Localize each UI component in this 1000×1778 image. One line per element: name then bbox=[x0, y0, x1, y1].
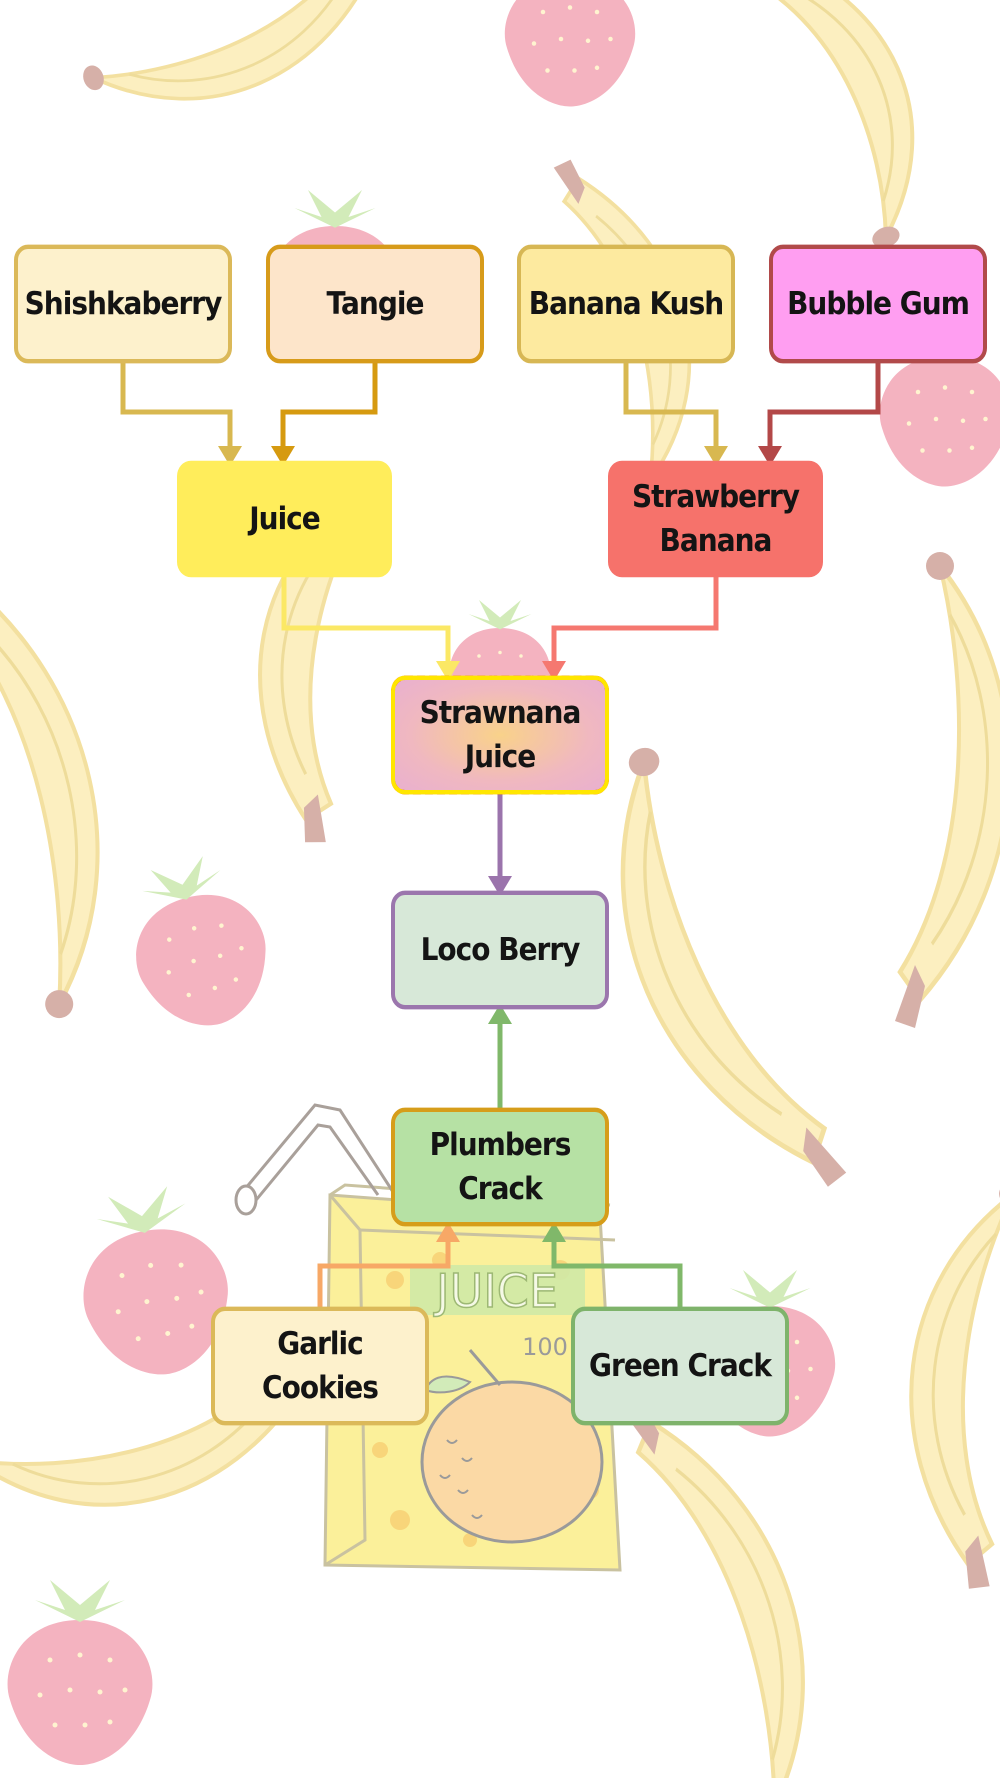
arrowheads bbox=[218, 446, 782, 1242]
node-loco-berry: Loco Berry bbox=[391, 890, 609, 1010]
node-label: Plumbers Crack bbox=[429, 1126, 572, 1207]
edge-green-crack-plumbers-crack bbox=[551, 1240, 683, 1312]
juice-box-label: JUICE bbox=[433, 1264, 558, 1318]
edge-bubble-gum-strawberry-banana bbox=[767, 358, 881, 448]
juice-box-percent: 100 bbox=[522, 1333, 568, 1361]
arrowhead bbox=[542, 1222, 566, 1242]
arrowhead bbox=[488, 1004, 512, 1024]
node-juice: Juice bbox=[177, 460, 392, 578]
node-banana-kush: Banana Kush bbox=[517, 244, 735, 364]
node-label-line1: Strawnana bbox=[419, 694, 582, 731]
node-plumbers-crack: Plumbers Crack bbox=[391, 1107, 609, 1227]
node-label-line1: Strawberry bbox=[631, 478, 800, 515]
juice-box-illustration: JUICE 100 bbox=[234, 1103, 622, 1572]
edge-garlic-cookies-plumbers-crack bbox=[317, 1240, 451, 1312]
edge-banana-kush-strawberry-banana bbox=[623, 358, 719, 448]
node-shishkaberry: Shishkaberry bbox=[14, 244, 232, 364]
arrowhead bbox=[271, 446, 295, 466]
arrowhead bbox=[218, 446, 242, 466]
edge-juice-strawnana-juice bbox=[281, 572, 451, 663]
node-label: Banana Kush bbox=[528, 285, 724, 322]
arrowhead bbox=[758, 446, 782, 466]
edge-tangie-juice bbox=[280, 358, 378, 448]
node-strawberry-banana: Strawberry Banana bbox=[608, 460, 823, 578]
node-label: Garlic Cookies bbox=[262, 1325, 379, 1406]
arrowhead bbox=[436, 661, 460, 681]
node-label: Shishkaberry bbox=[24, 285, 223, 322]
arrowhead bbox=[542, 661, 566, 681]
node-label: Tangie bbox=[326, 285, 425, 322]
arrowhead bbox=[488, 876, 512, 896]
edge-shishkaberry-juice bbox=[120, 358, 233, 448]
node-bubble-gum: Bubble Gum bbox=[769, 244, 987, 364]
node-label: Green Crack bbox=[589, 1347, 772, 1384]
node-label-line2: Juice bbox=[464, 738, 537, 775]
arrowhead bbox=[436, 1222, 460, 1242]
node-green-crack: Green Crack bbox=[571, 1306, 789, 1426]
node-label: Loco Berry bbox=[420, 931, 581, 968]
arrowhead bbox=[704, 446, 728, 466]
node-label: Bubble Gum bbox=[787, 285, 970, 322]
node-label: Juice bbox=[249, 500, 321, 537]
edge-strawberry-banana-strawnana-juice bbox=[551, 572, 719, 663]
node-label-line2: Banana bbox=[659, 522, 773, 559]
node-strawnana-juice: Strawnana Juice bbox=[391, 675, 609, 795]
node-garlic-cookies: Garlic Cookies bbox=[211, 1306, 429, 1426]
node-tangie: Tangie bbox=[266, 244, 484, 364]
